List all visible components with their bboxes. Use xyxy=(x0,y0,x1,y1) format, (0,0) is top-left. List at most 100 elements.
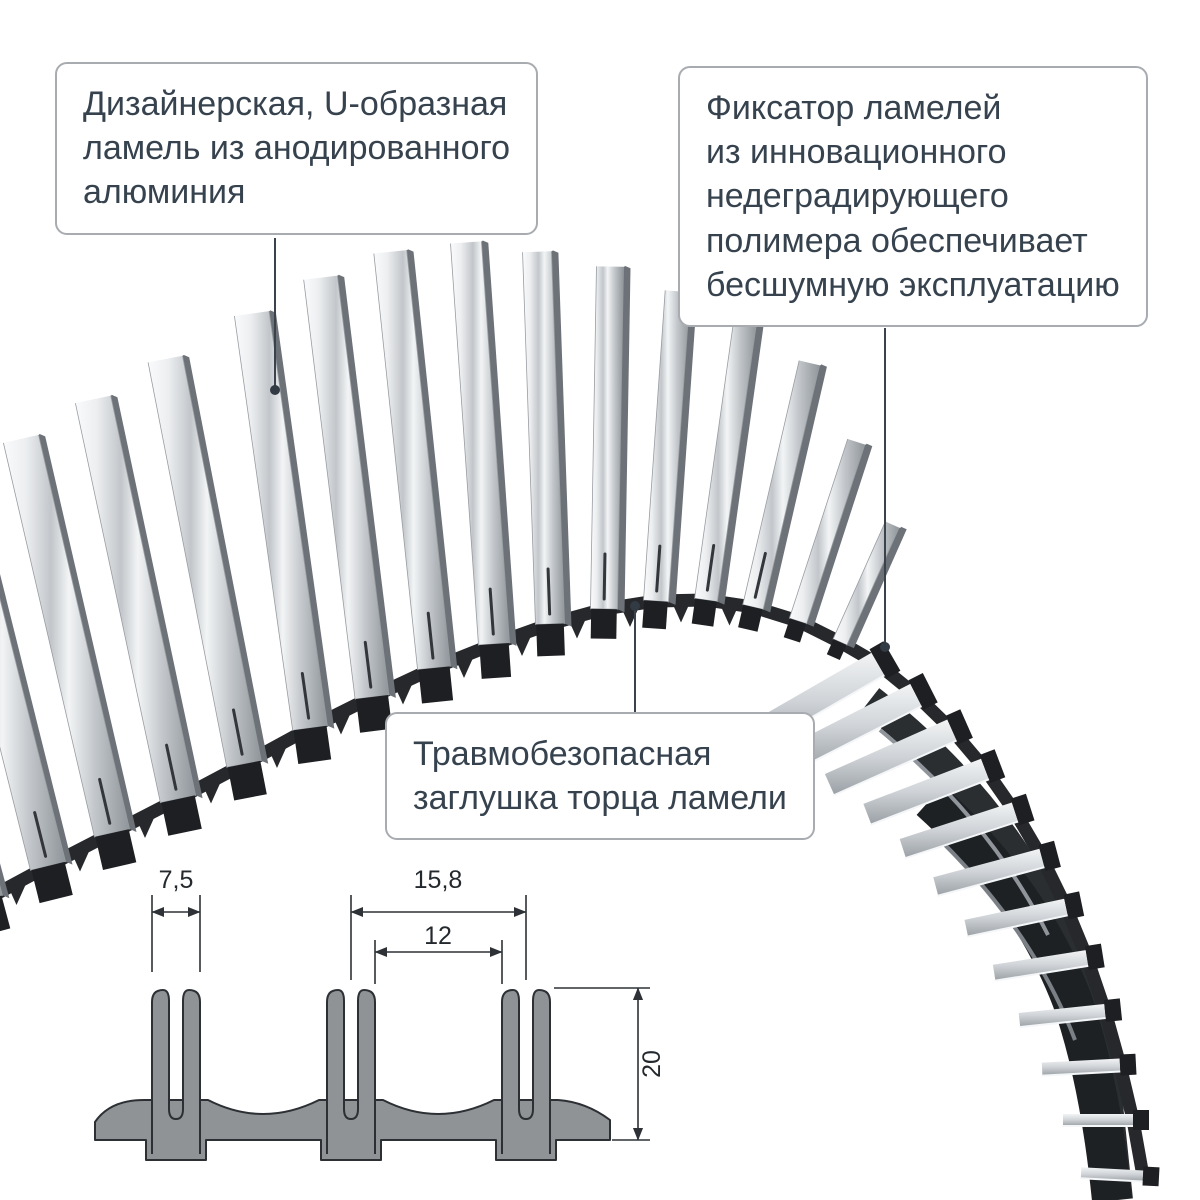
lamella-end-cap xyxy=(356,695,393,733)
fixator-tooth xyxy=(268,748,286,768)
lamella-highlight xyxy=(904,820,1020,859)
lamella-end-cap xyxy=(227,760,267,801)
fixator-tooth xyxy=(513,636,531,656)
lamella-end-cap xyxy=(869,641,901,679)
lamella-end-cap xyxy=(95,829,137,870)
dimension-annotations: 7,5 15,8 12 20 xyxy=(151,866,666,1141)
lamella-slot xyxy=(488,587,495,636)
fixator-tooth xyxy=(332,714,350,735)
lamella-top-edge xyxy=(372,247,409,254)
u-lamella-profile-fill xyxy=(327,990,375,1154)
lamella-face xyxy=(0,884,3,897)
lamella-end-cap xyxy=(1133,1110,1149,1130)
lamella-slot xyxy=(165,743,178,791)
lamella-side xyxy=(337,274,396,698)
grille-3d-illustration xyxy=(0,238,1160,1187)
callout-endcap: Травмобезопасная заглушка торца ламели xyxy=(385,712,815,841)
fixator-tooth xyxy=(568,618,586,639)
u-lamella-profile-outline xyxy=(326,989,376,1154)
fixator-tooth xyxy=(136,818,154,838)
lamella-side xyxy=(406,248,458,670)
lamella-edge xyxy=(863,758,989,825)
lamella-end-cap xyxy=(1063,891,1085,920)
dim-label-width: 7,5 xyxy=(159,866,194,894)
lamella-side xyxy=(0,863,10,899)
fixator-tooth xyxy=(672,602,690,623)
fixator-tooth xyxy=(7,885,26,905)
fixator-tooth xyxy=(720,605,739,626)
lamella-edge xyxy=(783,683,922,771)
lamella-side xyxy=(0,574,73,865)
lamella-edge xyxy=(1041,1058,1121,1076)
callout-lamella: Дизайнерская, U-образная ламель из аноди… xyxy=(55,62,539,235)
lamella-edge xyxy=(933,848,1045,896)
lamella-top-edge xyxy=(232,308,271,317)
lamella-face xyxy=(373,248,451,671)
fixator-tooth xyxy=(202,783,220,804)
polymer-fixator-band xyxy=(0,593,1150,1183)
lamella-side xyxy=(763,363,827,613)
lamella-top-edge xyxy=(846,436,867,445)
lamella-end-cap xyxy=(31,861,73,904)
lamella-side xyxy=(717,322,764,605)
lamella-end-cap xyxy=(945,709,973,745)
lamella-side xyxy=(481,239,517,646)
dim-label-gap: 12 xyxy=(424,922,452,950)
leader-dot-fixator xyxy=(880,642,890,652)
u-lamella-profile-outline xyxy=(501,989,551,1154)
lamella-highlight xyxy=(937,866,1046,897)
dim-label-height: 20 xyxy=(638,1050,666,1078)
lamella-slot xyxy=(705,544,716,592)
lamella-side xyxy=(551,249,572,627)
lamella-top-edge xyxy=(797,357,822,366)
lamella-top-edge xyxy=(73,392,112,404)
lamella-side xyxy=(268,309,335,729)
lamella-highlight xyxy=(794,705,923,772)
lamella-end-cap xyxy=(1085,943,1105,970)
u-lamella-profile-fill xyxy=(502,990,550,1154)
lamella-side xyxy=(182,354,269,764)
lamella-side xyxy=(846,526,907,649)
lamella-edge xyxy=(1080,1167,1144,1182)
lamella-edge xyxy=(964,898,1068,937)
lamella-highlight xyxy=(994,964,1090,982)
lamella-top-edge xyxy=(448,238,483,244)
lamella-edge xyxy=(992,950,1089,981)
lamella-end-cap xyxy=(418,666,454,704)
lamella-side xyxy=(617,265,631,613)
lamella-slot xyxy=(300,672,311,720)
lamella-end-cap xyxy=(979,749,1006,783)
lamella-highlight xyxy=(1041,1070,1122,1077)
leader-dot-lamella xyxy=(270,385,280,395)
lamella-end-cap xyxy=(1119,1053,1137,1076)
fixator-tooth xyxy=(455,658,473,678)
lamella-end-cap xyxy=(642,600,668,630)
lamella-highlight xyxy=(870,778,990,826)
lamella-edge xyxy=(1018,1004,1106,1027)
lamella-edge xyxy=(1063,1114,1133,1126)
lamella-slot xyxy=(753,551,767,599)
lamella-end-cap xyxy=(1010,793,1035,826)
lamella-face xyxy=(832,519,901,646)
lamella-end-cap xyxy=(783,618,807,643)
lamella-top-edge xyxy=(146,352,184,363)
lamella-edge xyxy=(899,802,1019,858)
lamella-top-edge xyxy=(884,518,902,528)
u-lamella-profile-outline xyxy=(151,989,201,1154)
lamella-end-cap xyxy=(826,639,847,660)
lamella-top-edge xyxy=(1,431,40,443)
lamella-end-cap xyxy=(1103,998,1123,1022)
lamella-highlight xyxy=(1079,1177,1144,1183)
lamella-end-cap xyxy=(738,604,763,632)
lamella-slot xyxy=(546,567,552,616)
leader-lines xyxy=(270,238,890,716)
dim-label-pitch: 15,8 xyxy=(414,866,463,894)
u-lamella-profile-fill xyxy=(152,990,200,1154)
lamella-slot xyxy=(602,552,607,601)
lamella-highlight xyxy=(1019,1016,1107,1028)
fixator-tooth xyxy=(71,851,89,872)
callout-fixator: Фиксатор ламелей из инновационного недег… xyxy=(678,66,1148,327)
lamella-end-cap xyxy=(1038,840,1061,871)
lamella-face xyxy=(590,264,624,610)
